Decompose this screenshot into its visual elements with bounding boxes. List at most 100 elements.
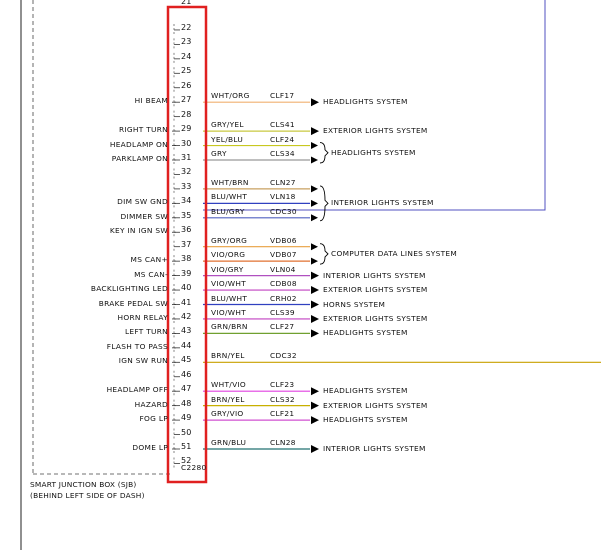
arrow-head (311, 329, 319, 338)
pin-number: 34 (181, 196, 192, 206)
pin-number: 30 (181, 138, 192, 148)
pin-function-label: IGN SW RUN (118, 356, 168, 366)
destination-label: EXTERIOR LIGHTS SYSTEM (323, 285, 428, 295)
circuit-label: CLS39 (270, 307, 295, 317)
circuit-label: CLS32 (270, 394, 295, 404)
wire-color-label: GRY (211, 149, 227, 158)
pin-function-label: RIGHT TURN (118, 125, 168, 135)
pin-function-label: HI BEAM (134, 96, 168, 106)
circuit-label: CLF24 (270, 134, 295, 144)
circuit-label: CLS41 (270, 120, 295, 130)
pin-function-label: KEY IN IGN SW (109, 226, 168, 236)
circuit-label: VLN04 (270, 264, 296, 274)
pin-function-label: DIM SW GND (117, 197, 168, 207)
circuit-label: CDC30 (270, 206, 297, 216)
circuit-label: CLF27 (270, 322, 295, 332)
pin-function-label: DOME LP (132, 443, 168, 452)
circuit-label: VDB07 (270, 250, 297, 260)
group-destination-label: INTERIOR LIGHTS SYSTEM (331, 198, 434, 208)
wire-color-label: BRN/YEL (211, 394, 245, 404)
pin-function-label: HORN RELAY (117, 312, 168, 322)
pin-function-label: FLASH TO PASS (106, 341, 168, 351)
pin-function-label: PARKLAMP ON (111, 154, 168, 163)
wire-color-label: WHT/VIO (211, 380, 247, 390)
pin-number: 32 (181, 167, 192, 177)
pin-function-label: BRAKE PEDAL SW (98, 298, 168, 308)
circuit-label: VLN18 (270, 192, 296, 202)
wire-color-label: VIO/GRY (211, 264, 244, 274)
wire-color-label: GRY/VIO (211, 409, 244, 419)
arrow-head (311, 142, 318, 150)
pin-number: 26 (181, 80, 192, 90)
arrow-head (311, 199, 318, 207)
group-destination-label: COMPUTER DATA LINES SYSTEM (331, 248, 458, 258)
wire-color-label: GRN/BLU (211, 438, 247, 447)
arrow-head (311, 185, 318, 193)
pin-number: 38 (181, 254, 192, 264)
pin-number: 51 (181, 442, 192, 451)
pin-number: 24 (181, 51, 192, 61)
arrow-head (311, 243, 318, 251)
circuit-label: CLF23 (270, 380, 295, 390)
circuit-label: CLN27 (270, 177, 296, 187)
wire-color-label: VIO/WHT (211, 307, 247, 317)
destination-label: HEADLIGHTS SYSTEM (323, 386, 408, 396)
destination-label: HEADLIGHTS SYSTEM (323, 97, 408, 107)
circuit-label: CLF21 (270, 409, 295, 419)
wire-color-label: GRY/YEL (211, 120, 244, 130)
pin-number: 25 (181, 66, 192, 76)
destination-label: EXTERIOR LIGHTS SYSTEM (323, 400, 428, 410)
arrow-head (311, 257, 318, 265)
circuit-label: CRH02 (270, 293, 297, 303)
destination-label: HORNS SYSTEM (323, 299, 386, 309)
pin-number: 47 (181, 384, 192, 394)
pin-function-label: LEFT TURN (124, 327, 168, 337)
pin-number: 28 (181, 109, 192, 119)
pin-function-label: HAZARD (134, 399, 168, 409)
arrow-head (311, 387, 319, 396)
wire-color-label: YEL/BLU (211, 134, 244, 144)
destination-label: HEADLIGHTS SYSTEM (323, 328, 408, 338)
connector-highlight-box (166, 5, 208, 484)
pin-number: 44 (181, 340, 192, 350)
arrow-head (311, 445, 319, 453)
destination-label: EXTERIOR LIGHTS SYSTEM (323, 126, 428, 136)
group-destination-label: HEADLIGHTS SYSTEM (331, 147, 416, 157)
pin-number: 42 (181, 311, 192, 321)
wire-color-label: VIO/WHT (211, 279, 247, 289)
wire-color-label: GRY/ORG (211, 235, 248, 245)
pin-number: 39 (181, 268, 192, 278)
connector-id: C2280 (181, 463, 207, 472)
pin-number: 31 (181, 153, 192, 162)
pin-number: 35 (181, 210, 192, 220)
pin-function-label: DIMMER SW (120, 211, 168, 221)
arrow-head (311, 300, 319, 309)
pin-function-label: HEADLAMP ON (109, 139, 168, 149)
pin-number: 48 (181, 398, 192, 408)
arrow-head (311, 314, 319, 323)
box-note-line2: (BEHIND LEFT SIDE OF DASH) (30, 491, 145, 500)
pin-function-label: HEADLAMP OFF (106, 385, 168, 395)
circuit-label: CLS34 (270, 149, 295, 158)
arrow-head (311, 416, 319, 425)
pin-number: 46 (181, 369, 192, 379)
box-note-line1: SMART JUNCTION BOX (SJB) (30, 480, 137, 489)
group-bracket (319, 185, 329, 222)
pin-number: 36 (181, 225, 192, 235)
pin-number: 27 (181, 95, 192, 105)
arrow-head (311, 271, 319, 280)
pin-number: 43 (181, 326, 192, 336)
wire-color-label: WHT/ORG (211, 91, 250, 101)
circuit-label: VDB06 (270, 235, 297, 245)
wire-color-label: WHT/BRN (211, 177, 249, 187)
pin-function-label: MS CAN+ (130, 255, 168, 265)
arrow-head (311, 127, 319, 136)
wire-color-label: BLU/WHT (211, 192, 248, 202)
pin-number: 49 (181, 413, 192, 423)
pin-number: 40 (181, 283, 192, 293)
wire-color-label: GRN/BRN (211, 322, 248, 332)
pin-number: 41 (181, 297, 192, 307)
arrow-head (311, 156, 318, 164)
pin-number: 52 (181, 456, 192, 466)
